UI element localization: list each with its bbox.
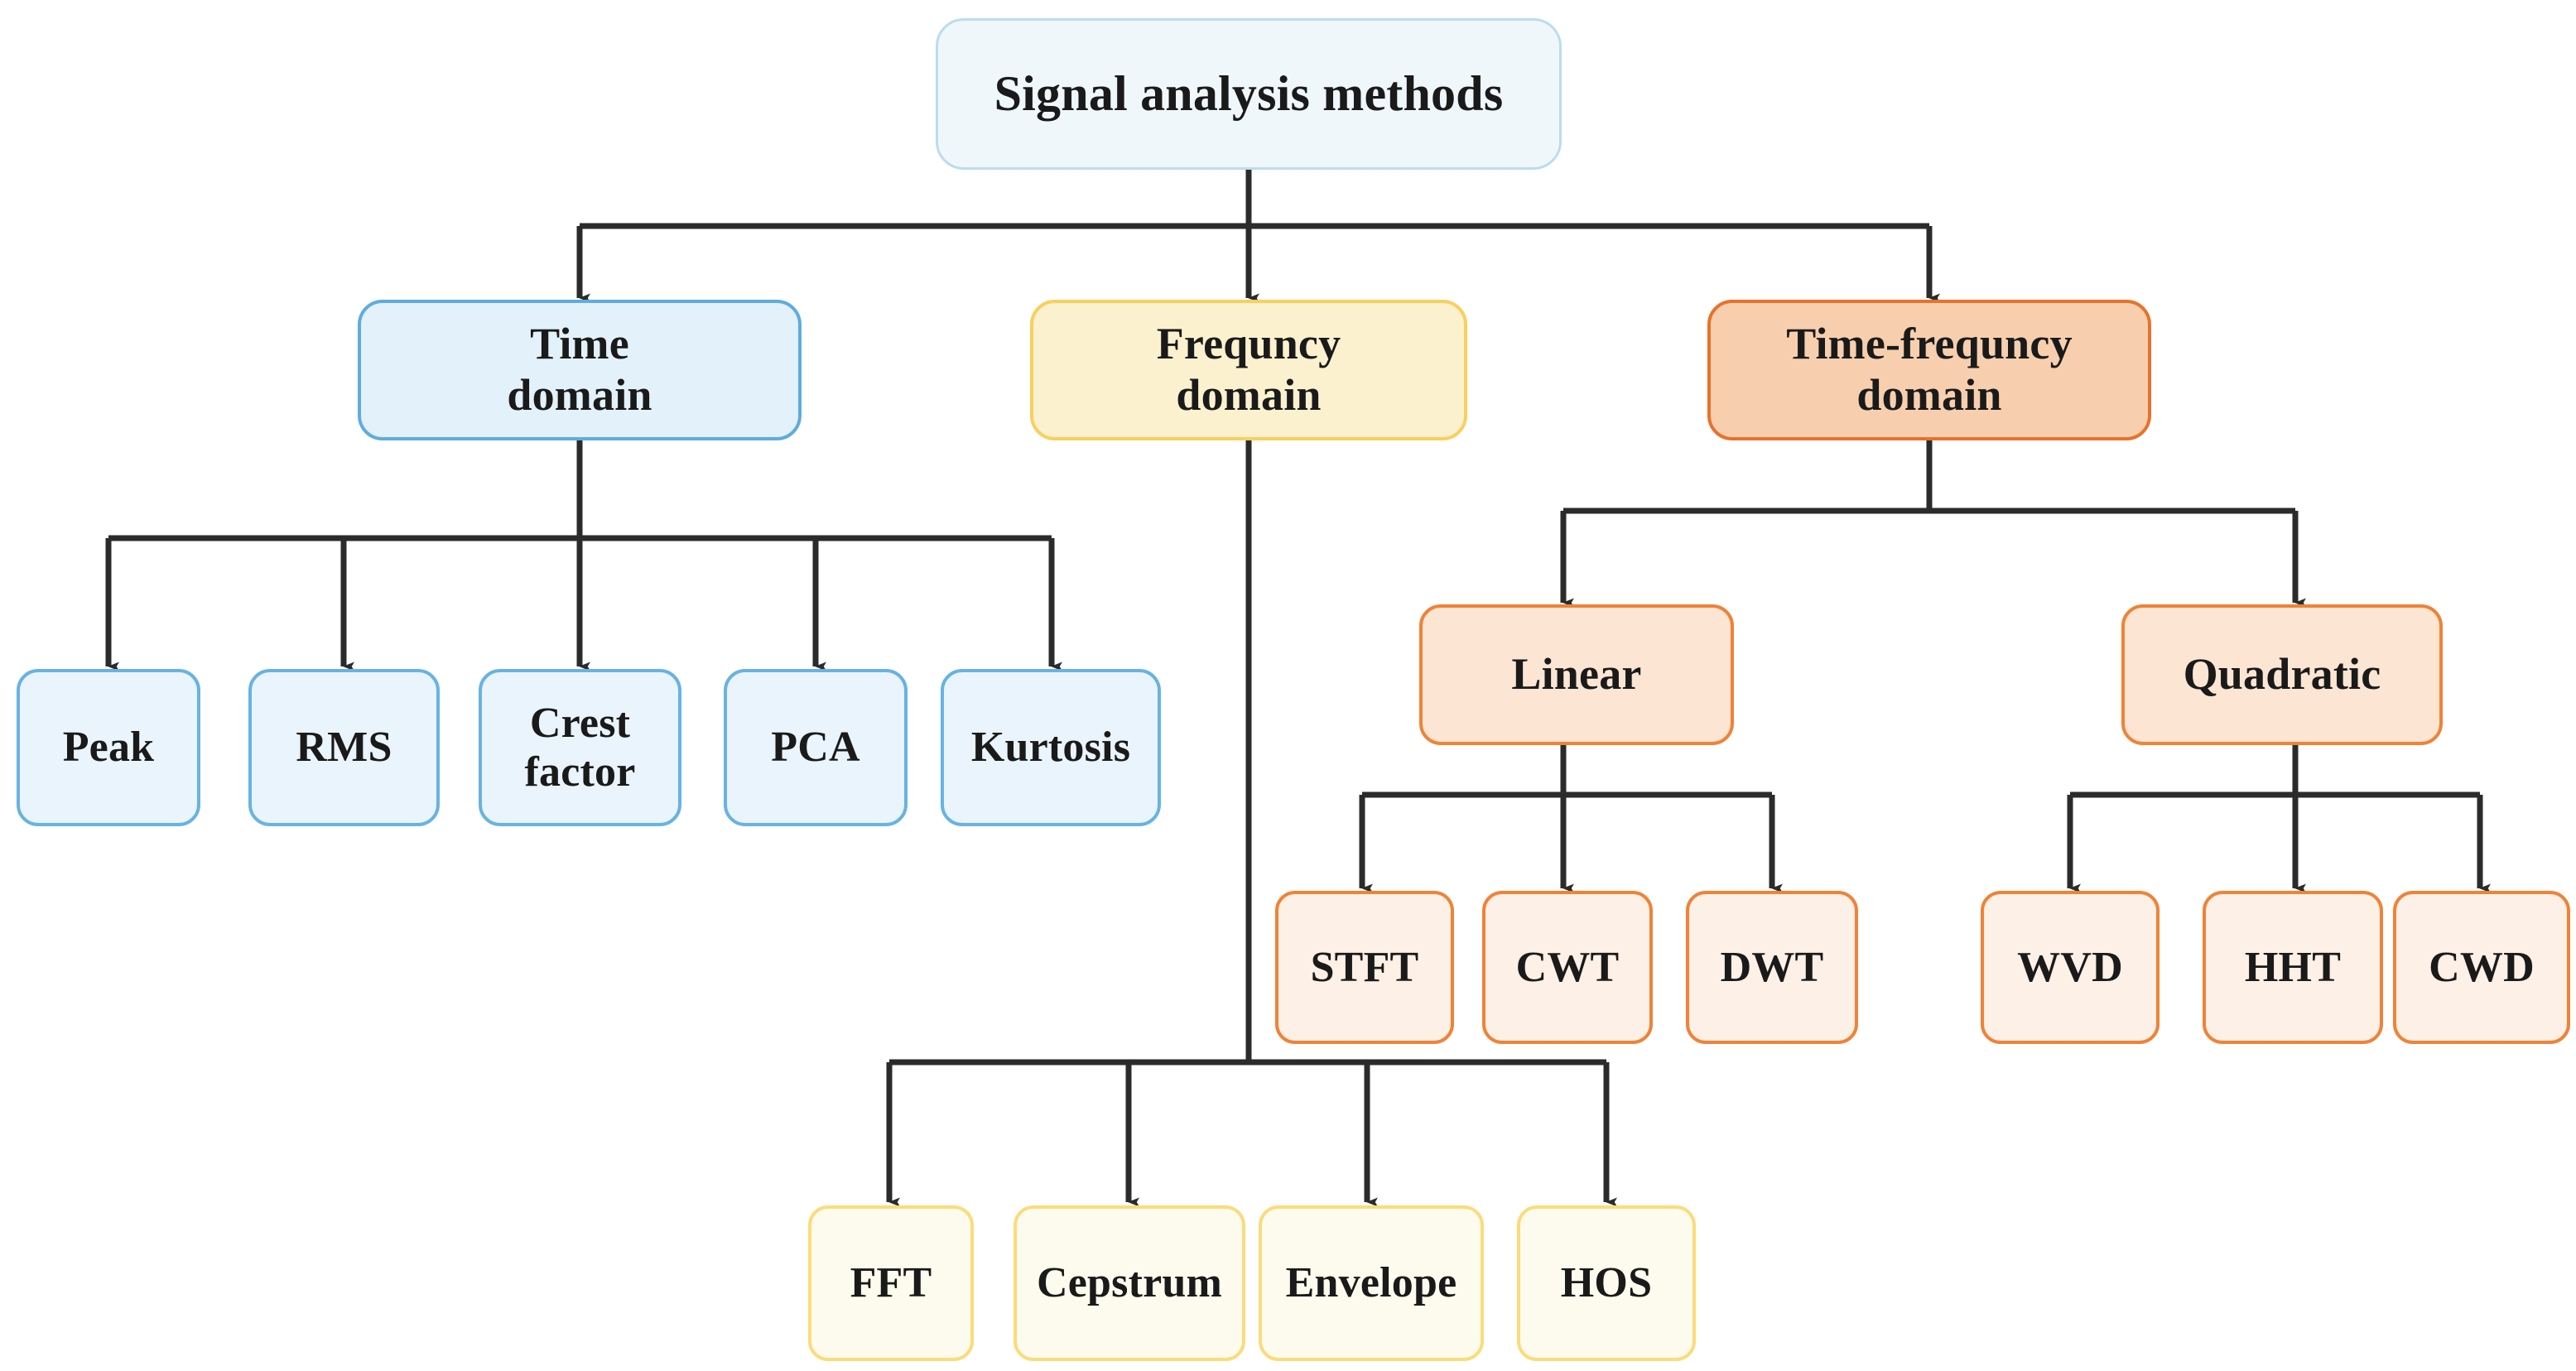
node-quadratic[interactable]: Quadratic — [2121, 604, 2443, 745]
node-cwt[interactable]: CWT — [1482, 891, 1653, 1044]
node-frequency-domain[interactable]: Frequncy domain — [1030, 300, 1467, 440]
node-hht[interactable]: HHT — [2203, 891, 2383, 1044]
node-linear[interactable]: Linear — [1419, 604, 1734, 745]
node-crest-factor[interactable]: Crest factor — [479, 669, 681, 826]
node-pca[interactable]: PCA — [724, 669, 908, 826]
node-peak[interactable]: Peak — [17, 669, 200, 826]
node-root[interactable]: Signal analysis methods — [936, 18, 1562, 170]
node-cwd[interactable]: CWD — [2393, 891, 2570, 1044]
node-envelope[interactable]: Envelope — [1259, 1205, 1484, 1361]
node-fft[interactable]: FFT — [808, 1205, 974, 1361]
node-kurtosis[interactable]: Kurtosis — [941, 669, 1161, 826]
node-cepstrum[interactable]: Cepstrum — [1014, 1205, 1245, 1361]
node-dwt[interactable]: DWT — [1686, 891, 1858, 1044]
node-wvd[interactable]: WVD — [1981, 891, 2160, 1044]
node-time-domain[interactable]: Time domain — [358, 300, 802, 440]
node-time-frequency-domain[interactable]: Time-frequncy domain — [1707, 300, 2151, 440]
node-hos[interactable]: HOS — [1517, 1205, 1696, 1361]
node-stft[interactable]: STFT — [1275, 891, 1454, 1044]
node-rms[interactable]: RMS — [248, 669, 440, 826]
